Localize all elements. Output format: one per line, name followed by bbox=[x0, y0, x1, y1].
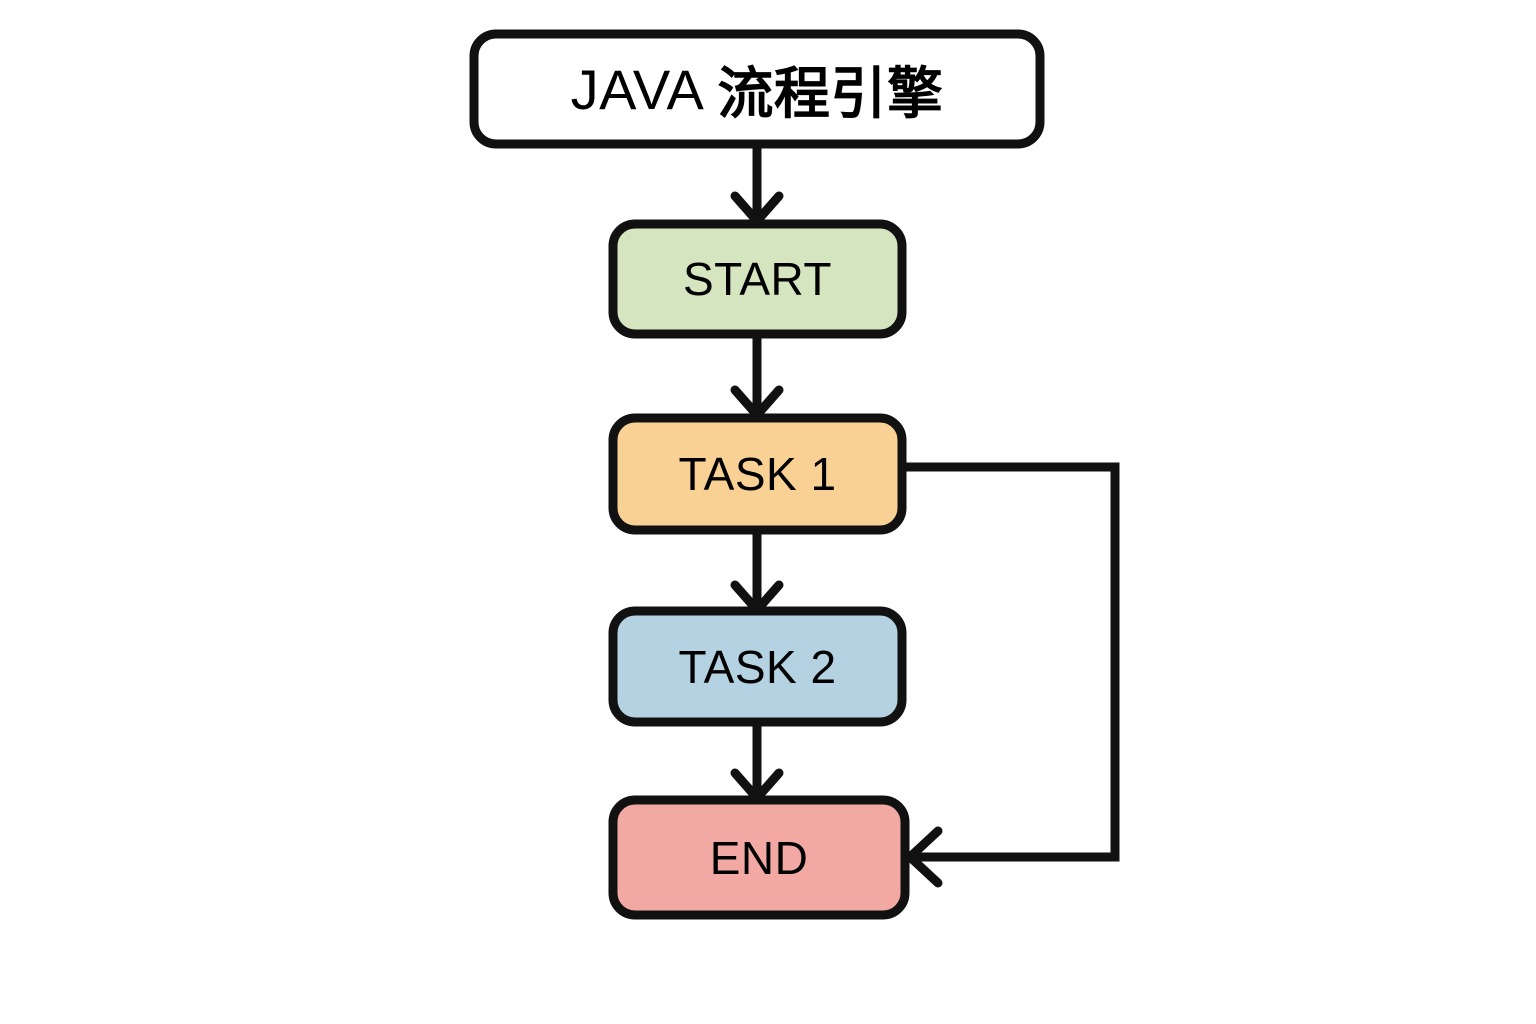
node-start-box[interactable] bbox=[608, 219, 907, 339]
node-layer bbox=[469, 29, 1045, 920]
node-task2-box[interactable] bbox=[608, 606, 907, 727]
edge-start-task1 bbox=[730, 334, 784, 420]
edge-task2-end bbox=[730, 722, 784, 803]
edge-task1-task2 bbox=[730, 530, 784, 615]
edge-task1-end-bypass bbox=[902, 462, 1120, 888]
node-end-box[interactable] bbox=[608, 795, 910, 920]
node-title-box[interactable] bbox=[469, 29, 1045, 149]
node-task1-box[interactable] bbox=[608, 413, 907, 535]
edge-title-start bbox=[730, 144, 784, 226]
